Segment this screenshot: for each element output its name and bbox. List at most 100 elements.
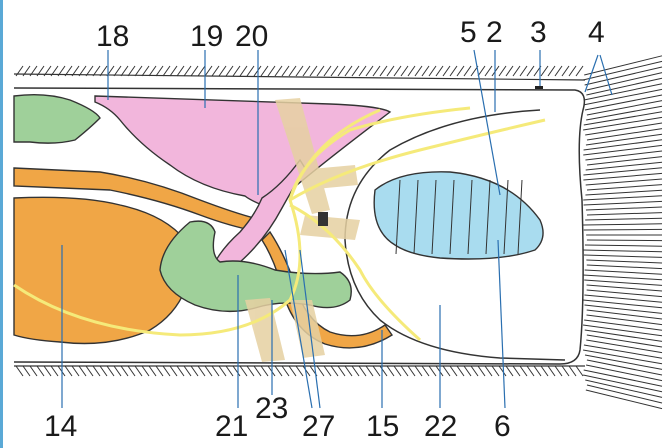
hatch-mark xyxy=(394,366,401,376)
hatch-mark xyxy=(415,366,422,376)
bristle xyxy=(584,320,662,330)
label-4: 4 xyxy=(588,18,605,48)
bristle xyxy=(585,67,662,85)
hatch-mark xyxy=(471,366,478,376)
hatch-mark xyxy=(478,366,485,376)
hatch-mark xyxy=(373,366,380,376)
bristle xyxy=(586,134,662,145)
bristle xyxy=(585,190,662,195)
hatch-mark xyxy=(527,66,534,76)
hatch-mark xyxy=(261,366,268,376)
hatch-mark xyxy=(478,66,485,76)
marker-3 xyxy=(535,86,543,89)
bristle xyxy=(587,213,662,215)
hatch-mark xyxy=(345,366,352,376)
hatch-mark xyxy=(156,366,163,376)
label-6: 6 xyxy=(494,412,511,442)
hatch-mark xyxy=(219,66,226,76)
bristle xyxy=(585,380,662,397)
hatch-mark xyxy=(422,66,429,76)
label-23: 23 xyxy=(255,394,288,424)
bristle xyxy=(586,315,662,325)
hatch-mark xyxy=(576,66,583,76)
hatch-mark xyxy=(401,366,408,376)
hatch-mark xyxy=(569,366,576,376)
bristle xyxy=(584,229,662,230)
bristles xyxy=(583,56,662,409)
hatch-mark xyxy=(499,66,506,76)
bristle xyxy=(587,240,662,241)
bristle xyxy=(586,207,662,210)
hatch-mark xyxy=(345,66,352,76)
hatch-mark xyxy=(394,66,401,76)
hatch-mark xyxy=(30,366,37,376)
hatch-mark xyxy=(191,366,198,376)
hatch-mark xyxy=(191,66,198,76)
hatch-mark xyxy=(142,366,149,376)
hatch-mark xyxy=(142,66,149,76)
hatch-mark xyxy=(436,66,443,76)
hatch-mark xyxy=(275,66,282,76)
hatch-mark xyxy=(422,366,429,376)
hatch-mark xyxy=(72,366,79,376)
hatch-mark xyxy=(387,66,394,76)
bristle xyxy=(586,340,662,353)
hatch-mark xyxy=(254,366,261,376)
label-19: 19 xyxy=(190,22,223,52)
hatch-mark xyxy=(310,66,317,76)
bristle xyxy=(587,310,662,319)
hatch-mark xyxy=(359,66,366,76)
bristle xyxy=(587,73,662,90)
leader-4a xyxy=(585,55,598,92)
hatch-mark xyxy=(576,366,583,376)
hatch-mark xyxy=(359,366,366,376)
bristle xyxy=(585,123,662,135)
top-wall-hatch xyxy=(16,66,583,76)
hatch-mark xyxy=(184,366,191,376)
hatch-mark xyxy=(107,366,114,376)
hatch-mark xyxy=(205,66,212,76)
hatch-mark xyxy=(212,66,219,76)
hatch-mark xyxy=(205,366,212,376)
hatch-mark xyxy=(380,366,387,376)
hatch-mark xyxy=(415,66,422,76)
bristle xyxy=(584,280,662,285)
hatch-mark xyxy=(170,66,177,76)
hatch-mark xyxy=(100,366,107,376)
label-5: 5 xyxy=(460,18,477,48)
hatch-mark xyxy=(177,366,184,376)
hatch-mark xyxy=(520,366,527,376)
bristle xyxy=(583,325,662,336)
hatch-mark xyxy=(331,66,338,76)
bristle xyxy=(585,218,662,220)
bristle xyxy=(583,145,662,155)
hatch-mark xyxy=(128,66,135,76)
label-15: 15 xyxy=(366,412,399,442)
hatch-mark xyxy=(149,366,156,376)
bristle xyxy=(587,290,662,297)
hatch-mark xyxy=(485,366,492,376)
hatch-mark xyxy=(408,66,415,76)
hatch-mark xyxy=(268,66,275,76)
hatch-mark xyxy=(79,366,86,376)
hatch-mark xyxy=(555,66,562,76)
hatch-mark xyxy=(443,66,450,76)
label-20: 20 xyxy=(235,22,268,52)
hatch-mark xyxy=(163,66,170,76)
hatch-mark xyxy=(520,66,527,76)
hatch-mark xyxy=(338,66,345,76)
bristle xyxy=(584,255,662,257)
hatch-mark xyxy=(121,66,128,76)
hatch-mark xyxy=(86,366,93,376)
hatch-mark xyxy=(275,366,282,376)
label-21: 21 xyxy=(215,412,248,442)
leader-4b xyxy=(600,55,612,95)
hatch-mark xyxy=(135,66,142,76)
bristle xyxy=(584,345,662,358)
hatch-mark xyxy=(366,366,373,376)
hatch-mark xyxy=(331,366,338,376)
bristle xyxy=(585,330,662,341)
hatch-mark xyxy=(289,366,296,376)
hatch-mark xyxy=(562,366,569,376)
